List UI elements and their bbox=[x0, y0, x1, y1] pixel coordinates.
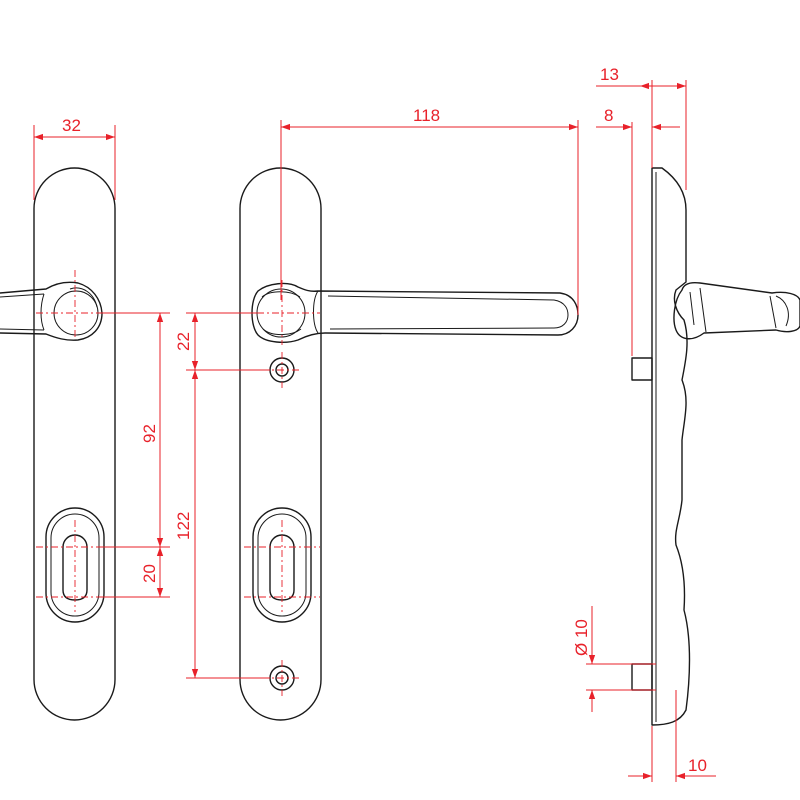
dim-screw-centers: 122 bbox=[174, 512, 193, 540]
dim-handle-projection: 13 bbox=[600, 65, 619, 84]
dim-spindle-offset: 8 bbox=[604, 106, 613, 125]
dim-handle-to-cylinder: 92 bbox=[140, 424, 159, 443]
dim-bolt-diameter: Ø 10 bbox=[572, 619, 591, 656]
left-lever bbox=[0, 281, 103, 341]
side-lever bbox=[673, 281, 800, 340]
left-backplate bbox=[33, 167, 116, 721]
middle-cylinder-cutout bbox=[252, 507, 312, 623]
middle-lever bbox=[251, 282, 579, 343]
dim-cylinder-offset: 20 bbox=[140, 564, 159, 583]
dim-handle-to-screw: 22 bbox=[174, 332, 193, 351]
side-bolt-top bbox=[631, 357, 653, 381]
middle-view-handle-plate bbox=[239, 167, 579, 721]
left-view-handle-plate bbox=[0, 167, 116, 721]
dim-plate-width: 32 bbox=[62, 116, 81, 135]
left-view-dimensions: 32 92 20 bbox=[33, 116, 170, 598]
side-view-handle-plate bbox=[631, 167, 800, 726]
middle-view-dimensions: 118 22 122 bbox=[174, 106, 579, 679]
dim-plate-thickness: 10 bbox=[688, 756, 707, 775]
left-cylinder-cutout bbox=[45, 507, 105, 623]
dim-handle-length: 118 bbox=[413, 106, 440, 125]
side-bolt-bottom bbox=[631, 663, 653, 691]
side-backplate bbox=[651, 167, 691, 726]
side-view-dimensions: 13 8 Ø 10 10 bbox=[572, 65, 716, 782]
